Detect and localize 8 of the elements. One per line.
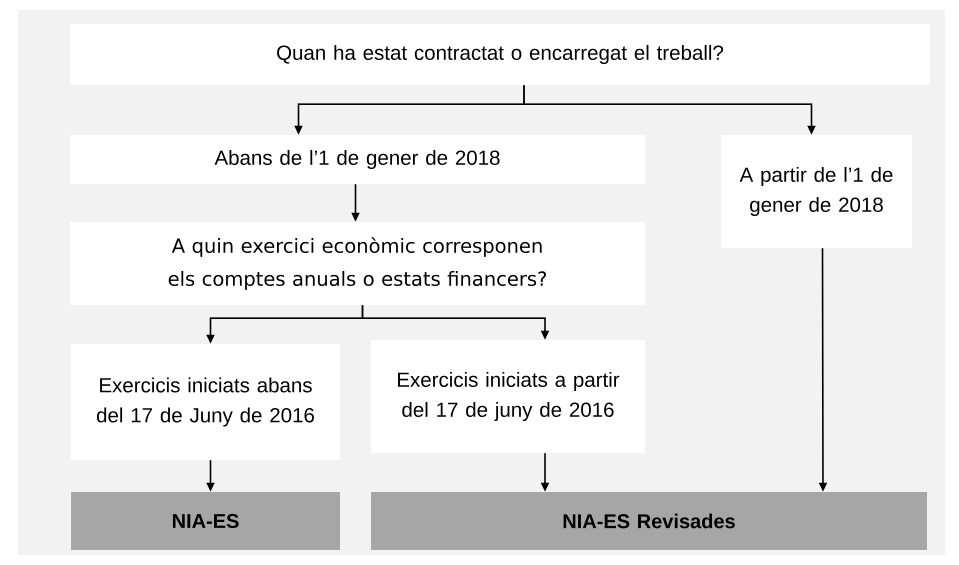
answer-box: Exercicis iniciats a partir del 17 de juny de 2016 bbox=[371, 340, 645, 453]
standard-box: NIA-ES bbox=[71, 492, 340, 550]
standard-box: NIA-ES Revisades bbox=[371, 492, 927, 550]
question-box: A quin exercici econòmic corresponen els comptes anuals o estats financers? bbox=[70, 222, 645, 305]
question-box: Quan ha estat contractat o encarregat el treball? bbox=[70, 24, 930, 85]
answer-box: Abans de l’1 de gener de 2018 bbox=[70, 135, 645, 184]
answer-box: A partir de l’1 de gener de 2018 bbox=[721, 135, 912, 248]
answer-box: Exercicis iniciats abans del 17 de Juny de 2016 bbox=[71, 344, 340, 460]
